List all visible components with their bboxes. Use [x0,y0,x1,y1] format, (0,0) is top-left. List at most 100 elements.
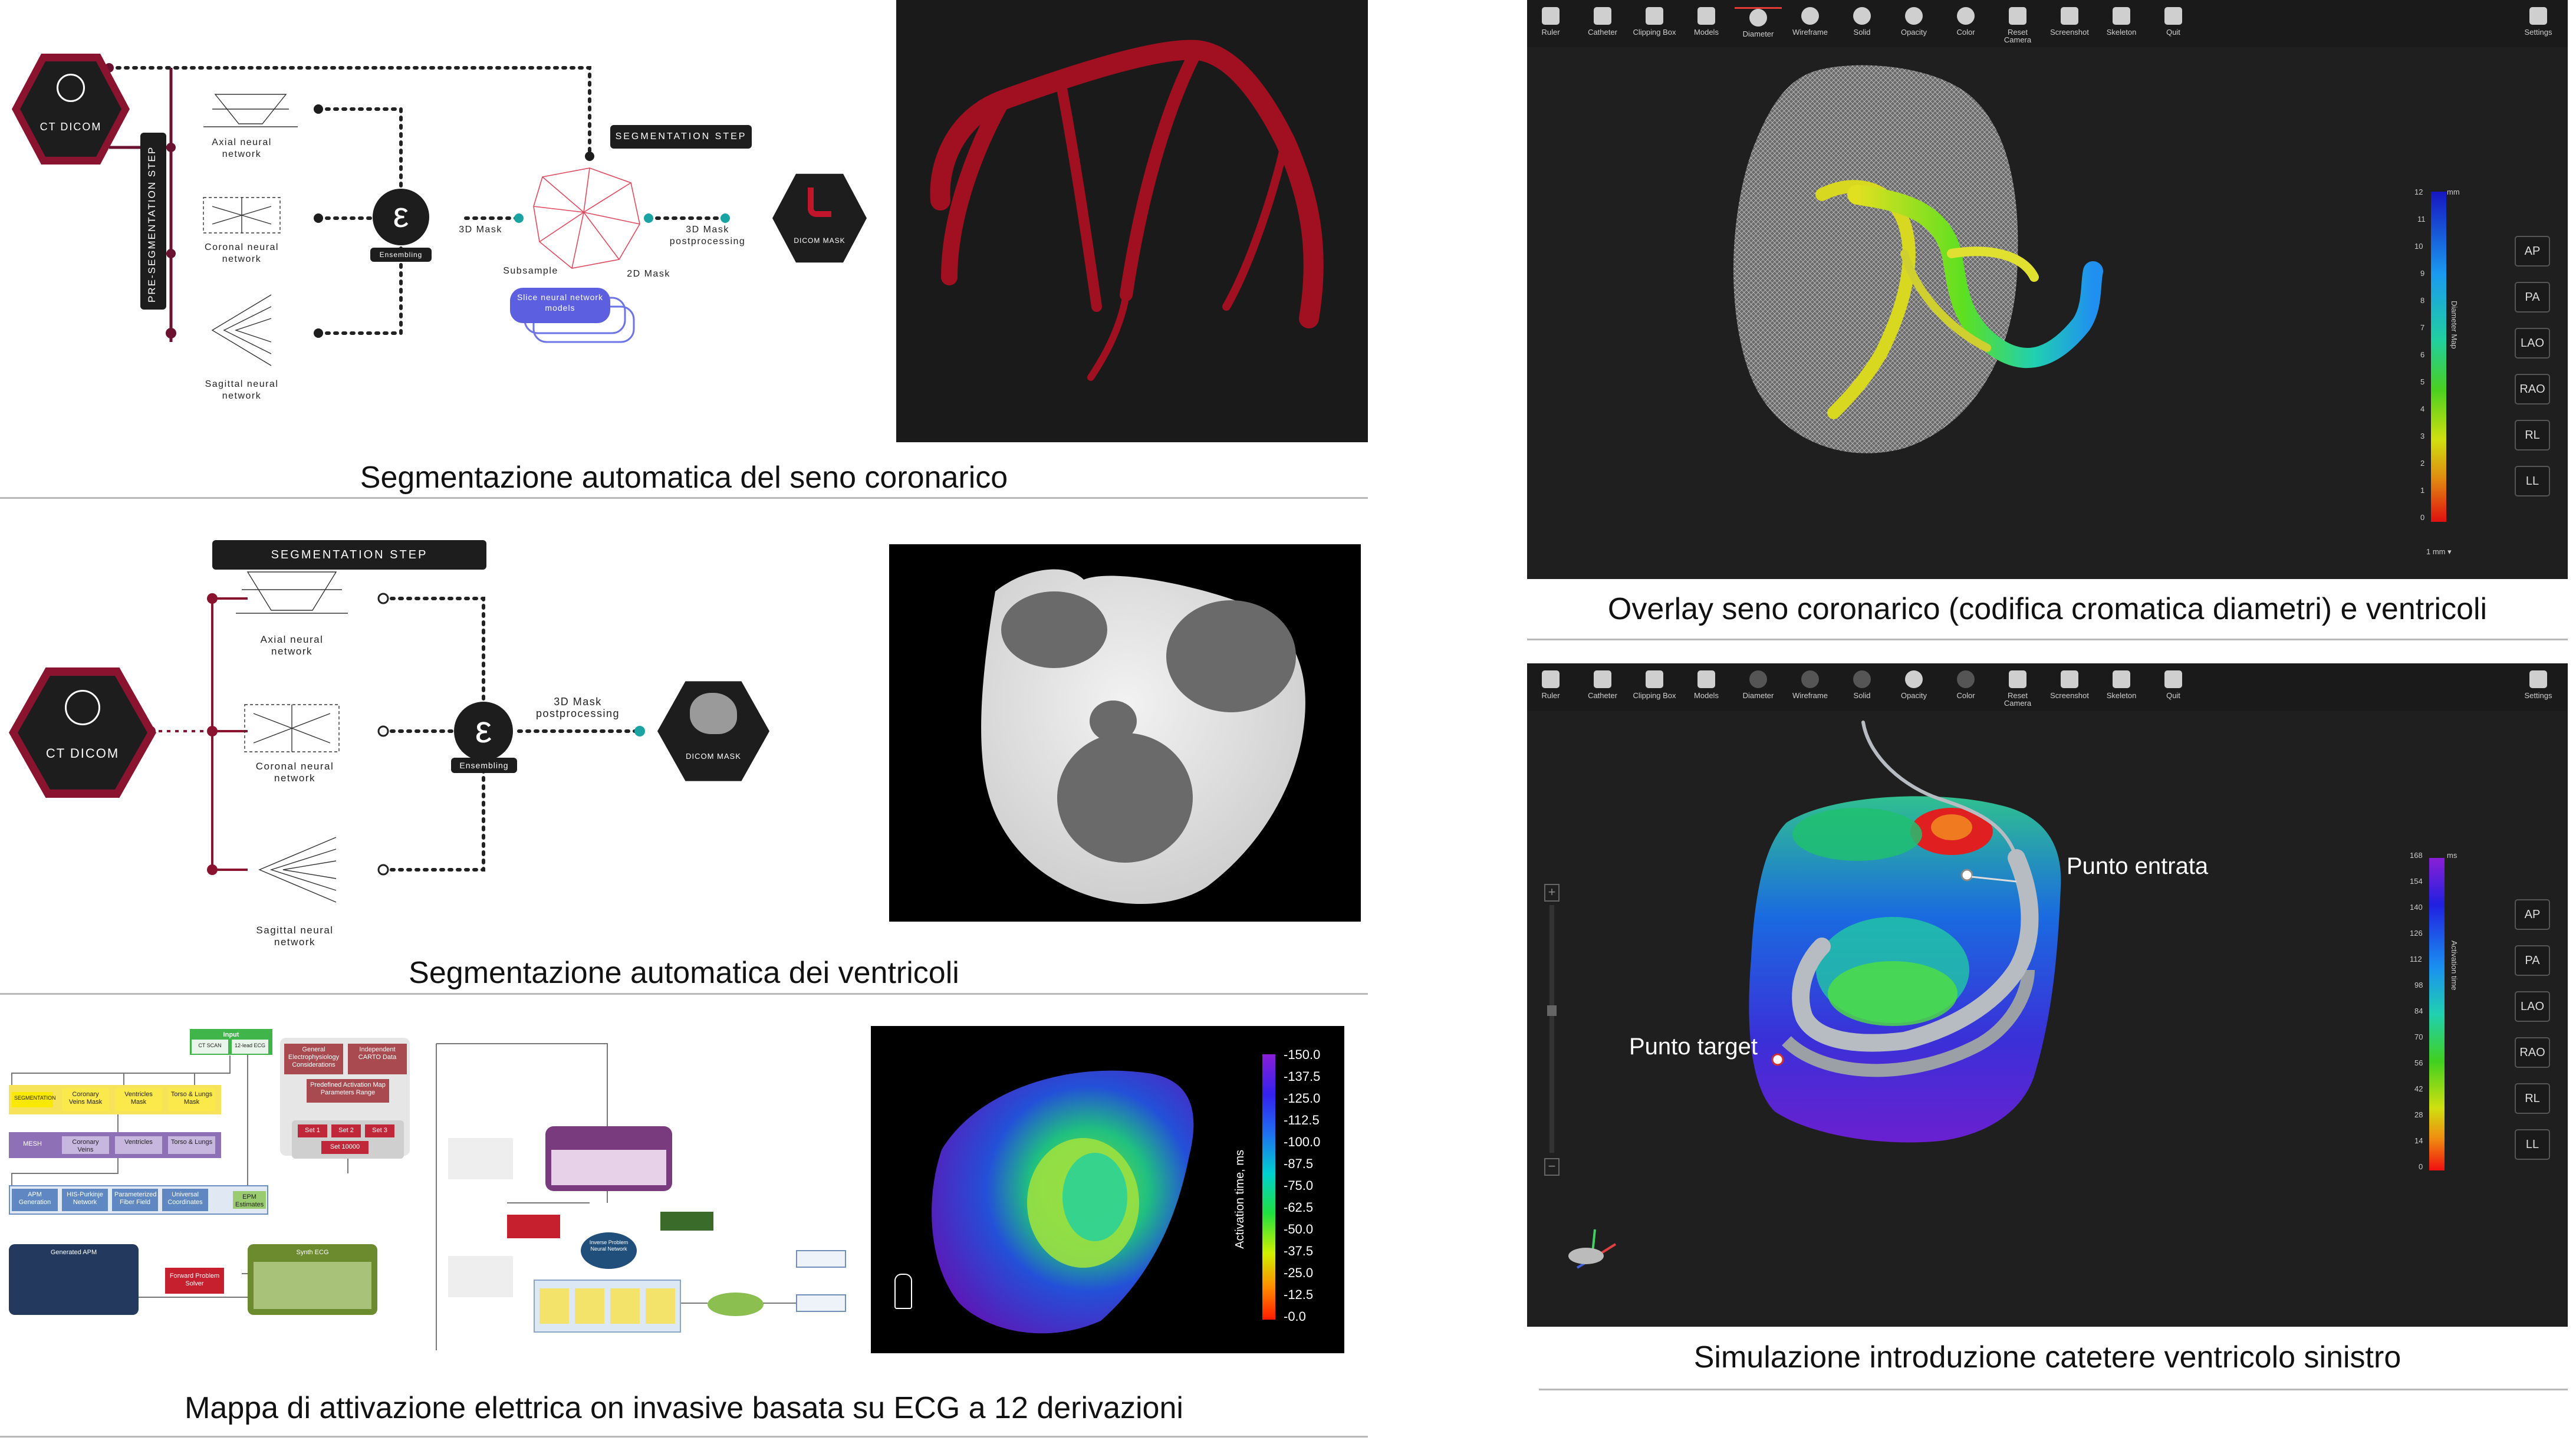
tool-solid[interactable]: Solid [1838,7,1886,36]
activation-tick: 14 [2414,1136,2423,1145]
tool-catheter[interactable]: Catheter [1579,7,1626,36]
subsample-label: Subsample [503,266,558,276]
flow-right-top-inner [551,1150,666,1185]
flow-lower-1: APM Generation [12,1189,58,1211]
ct-dicom-label-2: CT DICOM [45,746,120,761]
tool-settings[interactable]: Settings [2515,7,2562,36]
heart-icon [57,74,85,102]
tool-opacity[interactable]: Opacity [1890,7,1937,36]
tool-skeleton[interactable]: Skeleton [2098,7,2145,36]
flow-ct-scan: CT SCAN [192,1040,228,1054]
cbar-tick: -25.0 [1284,1265,1314,1280]
tool-quit[interactable]: Quit [2150,670,2197,699]
gear-icon [2529,670,2547,688]
tool-diameter[interactable]: Diameter [1735,670,1782,699]
tool-label: Diameter [1742,29,1774,38]
tool-screenshot[interactable]: Screenshot [2046,7,2093,36]
view-ap-button[interactable]: AP [2515,899,2550,930]
camera-icon [2061,670,2078,688]
activation-map-svg [932,1054,1275,1334]
view-rl-button[interactable]: RL [2515,420,2550,450]
zoom-out-button[interactable]: − [1548,1159,1556,1173]
segmentation-step-pill-2: SEGMENTATION STEP [212,540,486,570]
activation-tick: 154 [2410,877,2423,886]
flow-ecg: 12-lead ECG [232,1040,268,1054]
activation-tick: 112 [2410,955,2422,963]
tool-wireframe[interactable]: Wireframe [1787,7,1834,36]
view-pa-button[interactable]: PA [2515,945,2550,976]
solid-icon [1853,7,1871,25]
flow-mesh-3: Torso & Lungs [168,1136,215,1154]
tool-quit[interactable]: Quit [2150,7,2197,36]
flow-set-2: Set 2 [331,1124,361,1137]
ensemble-node-2: ε [454,702,513,761]
activation-tick: 0 [2419,1162,2423,1171]
flow-left-mini-1 [448,1138,513,1179]
nn-coronal-glyph-2 [244,704,340,752]
diameter-tick: 9 [2420,269,2425,278]
flow-lower-2: HIS-Purkinje Network [62,1189,108,1211]
tool-label: Opacity [1900,691,1927,700]
view-ll-button[interactable]: LL [2515,1129,2550,1160]
ruler-icon [1542,7,1560,25]
catheter-scene [1544,721,2445,1269]
view-ap-button[interactable]: AP [2515,236,2550,267]
models-icon [1697,7,1715,25]
tool-reset-camera[interactable]: Reset Camera [1994,7,2041,44]
tool-solid[interactable]: Solid [1838,670,1886,699]
slice-models-label: Slice neural network models [516,292,604,313]
overlay-viewer: Ruler Catheter Clipping Box Models Diame… [1527,0,2568,579]
flow-nn-node [581,1232,637,1269]
tool-label: Solid [1853,691,1871,700]
sagittal-label: Sagittal neural network [205,379,279,401]
view-pa-button[interactable]: PA [2515,282,2550,313]
tool-label: Screenshot [2050,28,2089,37]
view-rao-button[interactable]: RAO [2515,374,2550,404]
tool-clipping-box[interactable]: Clipping Box [1631,670,1678,699]
tool-label: Quit [2166,691,2180,700]
mesh-glyph [533,167,640,269]
tool-label: Settings [2524,28,2552,37]
tool-color[interactable]: Color [1942,670,1989,699]
ensembling-label: Ensembling [370,248,432,262]
view-rao-button[interactable]: RAO [2515,1037,2550,1068]
view-lao-button[interactable]: LAO [2515,328,2550,359]
tool-opacity[interactable]: Opacity [1890,670,1937,699]
flow-seg-1: Coronary Veins Mask [62,1088,109,1111]
tool-settings[interactable]: Settings [2515,670,2562,699]
tool-label: Wireframe [1792,28,1828,37]
clipping-box-icon [1646,670,1663,688]
tool-screenshot[interactable]: Screenshot [2046,670,2093,699]
cbar-tick: -50.0 [1284,1222,1314,1236]
tool-label: Skeleton [2106,691,2137,700]
tool-catheter[interactable]: Catheter [1579,670,1626,699]
tool-label: Clipping Box [1633,691,1676,700]
tool-clipping-box[interactable]: Clipping Box [1631,7,1678,36]
tool-skeleton[interactable]: Skeleton [2098,670,2145,699]
tool-models[interactable]: Models [1683,670,1730,699]
caption-coronary-sinus: Segmentazione automatica del seno corona… [360,461,1008,495]
view-rl-button[interactable]: RL [2515,1083,2550,1114]
target-point-label: Punto target [1629,1034,1758,1060]
tool-wireframe[interactable]: Wireframe [1787,670,1834,699]
flow-synth-ecg-label: Synth ECG [296,1249,329,1256]
diameter-unit-dropdown[interactable]: 1 mm ▾ [2426,547,2452,556]
diameter-tick: 12 [2414,188,2423,196]
view-lao-button[interactable]: LAO [2515,991,2550,1022]
tool-color[interactable]: Color [1942,7,1989,36]
catheter-toolbar: Ruler Catheter Clipping Box Models Diame… [1527,663,2568,711]
tool-label: Catheter [1588,691,1617,700]
zoom-in-button[interactable]: + [1548,884,1556,899]
tool-reset-camera[interactable]: Reset Camera [1994,670,2041,707]
tool-label: Reset Camera [2003,28,2032,44]
tool-models[interactable]: Models [1683,7,1730,36]
view-ll-button[interactable]: LL [2515,466,2550,496]
tool-ruler[interactable]: Ruler [1527,670,1574,699]
tool-label: Settings [2524,691,2552,700]
pre-segmentation-label: PRE-SEGMENTATION STEP [146,146,157,302]
tool-ruler[interactable]: Ruler [1527,7,1574,36]
divider-4 [1527,639,2568,640]
tool-diameter[interactable]: Diameter [1735,7,1782,38]
activation-tick: 70 [2414,1032,2423,1041]
activation-colorbar-label: Activation time, ms [1233,1150,1246,1249]
